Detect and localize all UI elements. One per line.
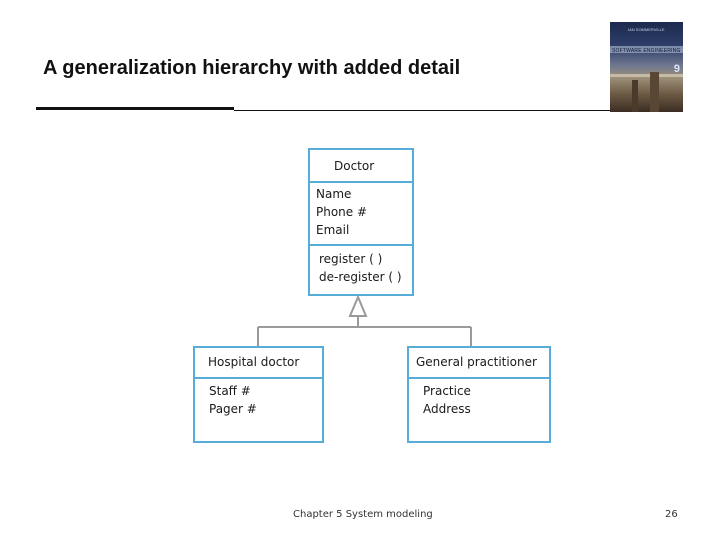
class-doctor-attributes: Name Phone # Email <box>310 181 412 244</box>
attribute-address: Address <box>423 402 471 416</box>
class-general-practitioner-name-section: General practitioner <box>409 348 549 377</box>
book-cover-author: IAN SOMMERVILLE <box>628 27 665 32</box>
class-hospital-doctor-name: Hospital doctor <box>208 355 300 369</box>
title-underline-thick <box>36 107 234 110</box>
book-cover-stripe <box>610 74 683 77</box>
class-hospital-doctor-name-section: Hospital doctor <box>195 348 322 377</box>
generalization-arrowhead <box>348 294 368 317</box>
attribute-staff: Staff # <box>209 384 251 398</box>
attribute-phone: Phone # <box>316 205 368 219</box>
book-cover-building-2 <box>650 72 659 112</box>
page-number: 26 <box>665 509 678 520</box>
attribute-email: Email <box>316 223 350 237</box>
class-hospital-doctor[interactable]: Hospital doctor Staff # Pager # <box>193 346 324 443</box>
attribute-pager: Pager # <box>209 402 257 416</box>
book-cover-band <box>610 46 683 53</box>
class-doctor-name: Doctor <box>334 159 375 173</box>
class-general-practitioner-attributes: Practice Address <box>409 377 549 441</box>
book-cover-building <box>632 80 638 112</box>
book-cover-image: IAN SOMMERVILLE SOFTWARE ENGINEERING 9 <box>610 22 683 112</box>
attribute-practice: Practice <box>423 384 471 398</box>
operation-de-register: de-register ( ) <box>319 270 402 284</box>
book-cover-edition: 9 <box>673 63 680 75</box>
slide-footer: Chapter 5 System modeling <box>293 509 433 520</box>
class-hospital-doctor-attributes: Staff # Pager # <box>195 377 322 441</box>
attribute-name: Name <box>316 187 352 201</box>
book-cover-title: SOFTWARE ENGINEERING <box>612 48 681 54</box>
operation-register: register ( ) <box>319 252 383 266</box>
slide-title: A generalization hierarchy with added de… <box>43 57 461 79</box>
class-doctor-name-section: Doctor <box>310 150 412 181</box>
class-general-practitioner[interactable]: General practitioner Practice Address <box>407 346 551 443</box>
class-general-practitioner-name: General practitioner <box>416 355 537 369</box>
class-doctor[interactable]: Doctor Name Phone # Email register ( ) d… <box>308 148 414 296</box>
class-doctor-operations: register ( ) de-register ( ) <box>310 244 412 294</box>
title-underline-thin <box>234 110 610 111</box>
